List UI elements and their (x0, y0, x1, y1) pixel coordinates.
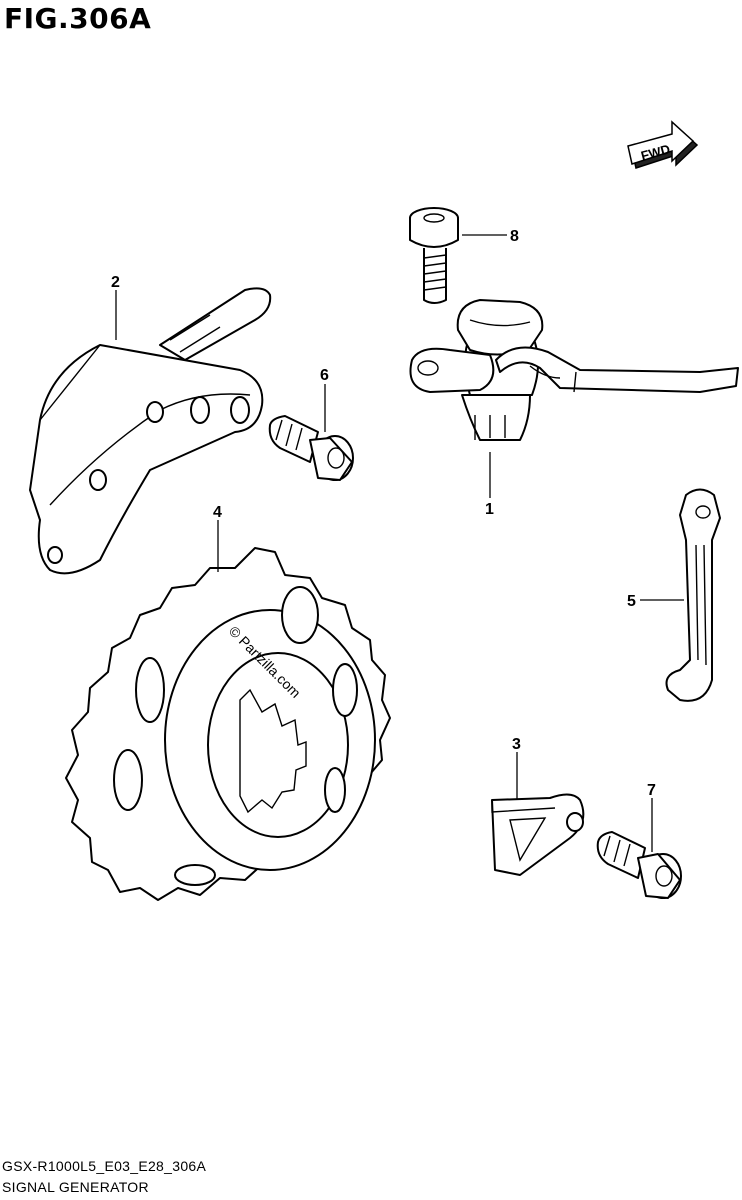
callout-5: 5 (627, 593, 636, 610)
callout-1: 1 (485, 501, 494, 518)
callout-8: 8 (510, 228, 519, 245)
part-3-bracket (491, 793, 585, 876)
callout-6: 6 (320, 367, 329, 384)
part-2-cover (29, 287, 272, 575)
part-4-rotor (65, 547, 391, 901)
part-6-bolt (268, 415, 354, 481)
callout-7: 7 (647, 782, 656, 799)
fwd-label: FWD (639, 141, 671, 163)
part-8-bolt (409, 207, 459, 304)
model-code: GSX-R1000L5_E03_E28_306A (2, 1158, 207, 1174)
figure-title: FIG.306A (4, 2, 152, 35)
fwd-arrow-icon: FWD (627, 120, 699, 169)
part-7-bolt (596, 831, 682, 899)
callout-2: 2 (111, 274, 120, 291)
section-name: SIGNAL GENERATOR (2, 1179, 149, 1195)
callout-4: 4 (213, 504, 222, 521)
callout-3: 3 (512, 736, 521, 753)
part-5-clamp (665, 488, 721, 702)
part-1-sensor (409, 299, 739, 441)
